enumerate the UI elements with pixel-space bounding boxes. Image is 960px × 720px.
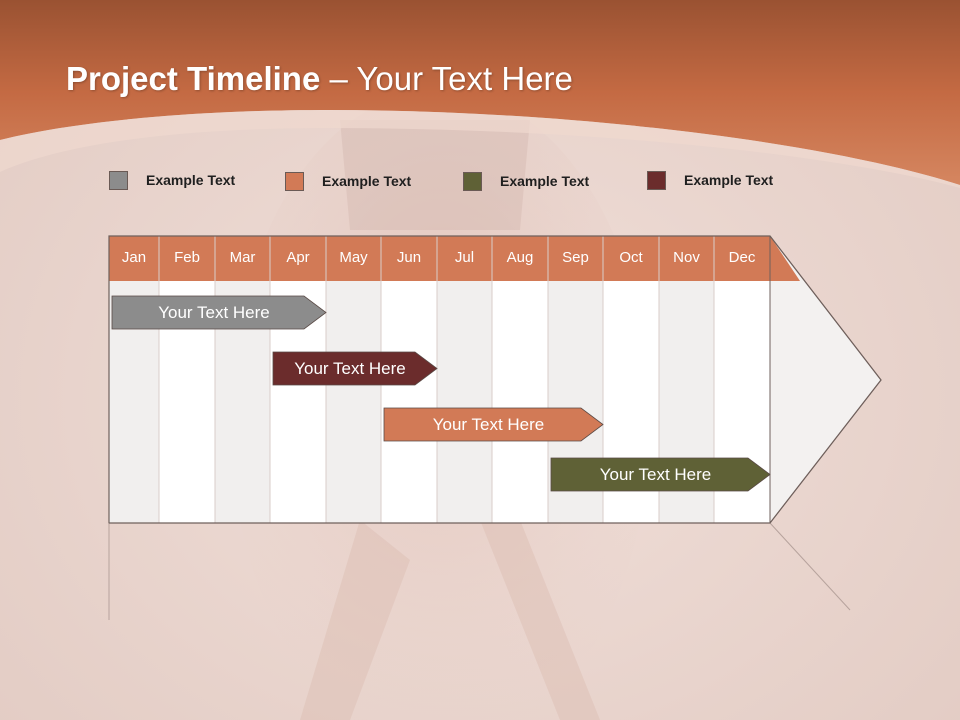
month-label: Nov [673, 249, 700, 266]
month-label: Apr [286, 249, 310, 266]
task-bar [383, 407, 604, 442]
month-column [381, 281, 437, 523]
title-rest: – Your Text Here [320, 60, 573, 97]
month-label: Jul [454, 249, 475, 266]
month-header-tip [770, 236, 800, 281]
month-label: Aug [506, 249, 534, 266]
task-bar [550, 457, 771, 492]
timeline-outline [108, 235, 882, 524]
month-label: Dec [728, 249, 756, 266]
month-column [492, 281, 548, 523]
task-label: Your Text Here [599, 465, 712, 484]
month-header-band [109, 236, 770, 281]
title-bold: Project Timeline [66, 60, 321, 97]
legend-swatch [285, 172, 304, 191]
task-bar [272, 351, 438, 386]
task-label: Your Text Here [294, 359, 406, 378]
legend-label: Example Text [500, 173, 590, 189]
legend-swatch [463, 172, 482, 191]
reflection-line [769, 522, 851, 611]
legend-label: Example Text [684, 172, 774, 188]
month-label: Oct [619, 249, 643, 266]
task-label: Your Text Here [158, 303, 270, 322]
month-column [326, 281, 381, 523]
month-label: May [339, 249, 368, 266]
month-label: Feb [174, 249, 200, 266]
month-label: Mar [229, 249, 256, 266]
task-bar [111, 295, 327, 330]
month-label: Jun [396, 249, 422, 266]
month-label: Sep [562, 249, 589, 266]
month-column [437, 281, 492, 523]
task-label: Your Text Here [432, 415, 545, 434]
month-label: Jan [121, 249, 147, 266]
legend-swatch [109, 171, 128, 190]
legend-label: Example Text [146, 172, 236, 188]
legend-label: Example Text [322, 173, 412, 189]
legend-swatch [647, 171, 666, 190]
page-title: Project Timeline – Your Text Here [66, 60, 573, 98]
